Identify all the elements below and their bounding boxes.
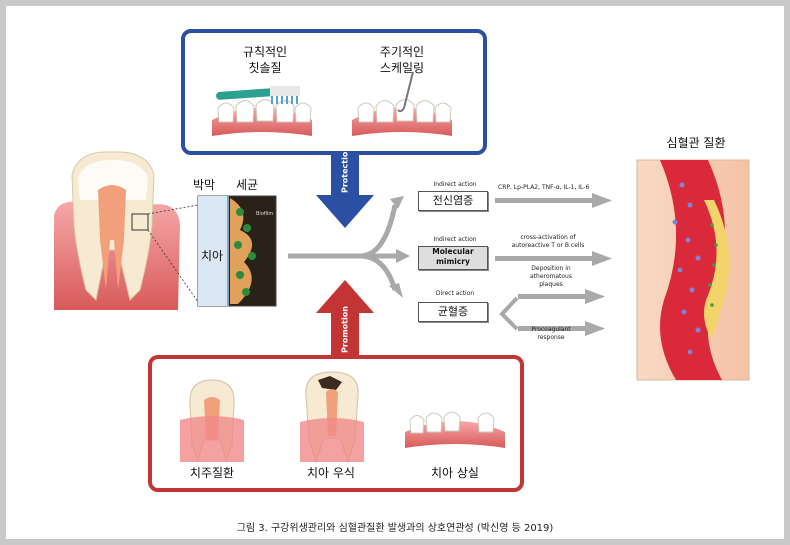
tooth-label: 치아 (201, 249, 224, 263)
brushing-label: 규칙적인 칫솔질 (242, 45, 288, 75)
protection-arrow (316, 153, 374, 228)
periodontal-tooth-illustration (180, 379, 244, 462)
bacteremia-box: 균혈증 (418, 302, 488, 322)
molecular-mimicry-box: Molecular mimicry (418, 246, 488, 270)
caries-label: 치아 우식 (307, 466, 355, 480)
scaling-illustration (352, 71, 452, 136)
biofilm-label: Biofilm (256, 211, 274, 217)
bacteria-label: 세균 (236, 178, 259, 192)
main-gray-arrow (288, 204, 398, 291)
effect-label-3: Deposition in atheromatous plaques (529, 265, 572, 288)
promotion-arrow-label: Promotion (340, 306, 350, 353)
figure-caption: 그림 3. 구강위생관리와 심혈관질환 발생과의 상호연관성 (박신영 등 20… (236, 523, 554, 534)
tooth-loss-illustration (405, 411, 505, 448)
film-label: 박막 (193, 178, 216, 192)
biofilm-inset (197, 195, 277, 307)
systemic-inflammation-box: 전신염증 (418, 191, 488, 211)
effect-label-2: cross-activation of autoreactive T or B … (511, 234, 585, 249)
effect-arrows (495, 193, 612, 336)
action-label-2: Indirect action (433, 236, 477, 243)
effect-label-1: CRP, Lp-PLA2, TNF-α, IL-1, IL-6 (498, 184, 590, 191)
action-label-3: Direct action (435, 290, 475, 297)
caries-tooth-illustration (300, 371, 364, 464)
scaling-label: 주기적인 스케일링 (379, 45, 425, 75)
effect-label-4: Procoagulant response (531, 326, 571, 341)
tooth-loss-label: 치아 상실 (431, 466, 479, 480)
tooth-cross-section (54, 151, 199, 310)
periodontal-label: 치주질환 (189, 466, 235, 480)
action-label-1: Indirect action (433, 181, 477, 188)
protection-arrow-label: Protection (340, 145, 350, 194)
promotion-arrow (316, 280, 374, 357)
toothbrush-illustration (212, 86, 312, 136)
vessel-title: 심혈관 질환 (666, 136, 726, 150)
vessel-illustration (636, 159, 750, 381)
bracket (499, 296, 519, 331)
